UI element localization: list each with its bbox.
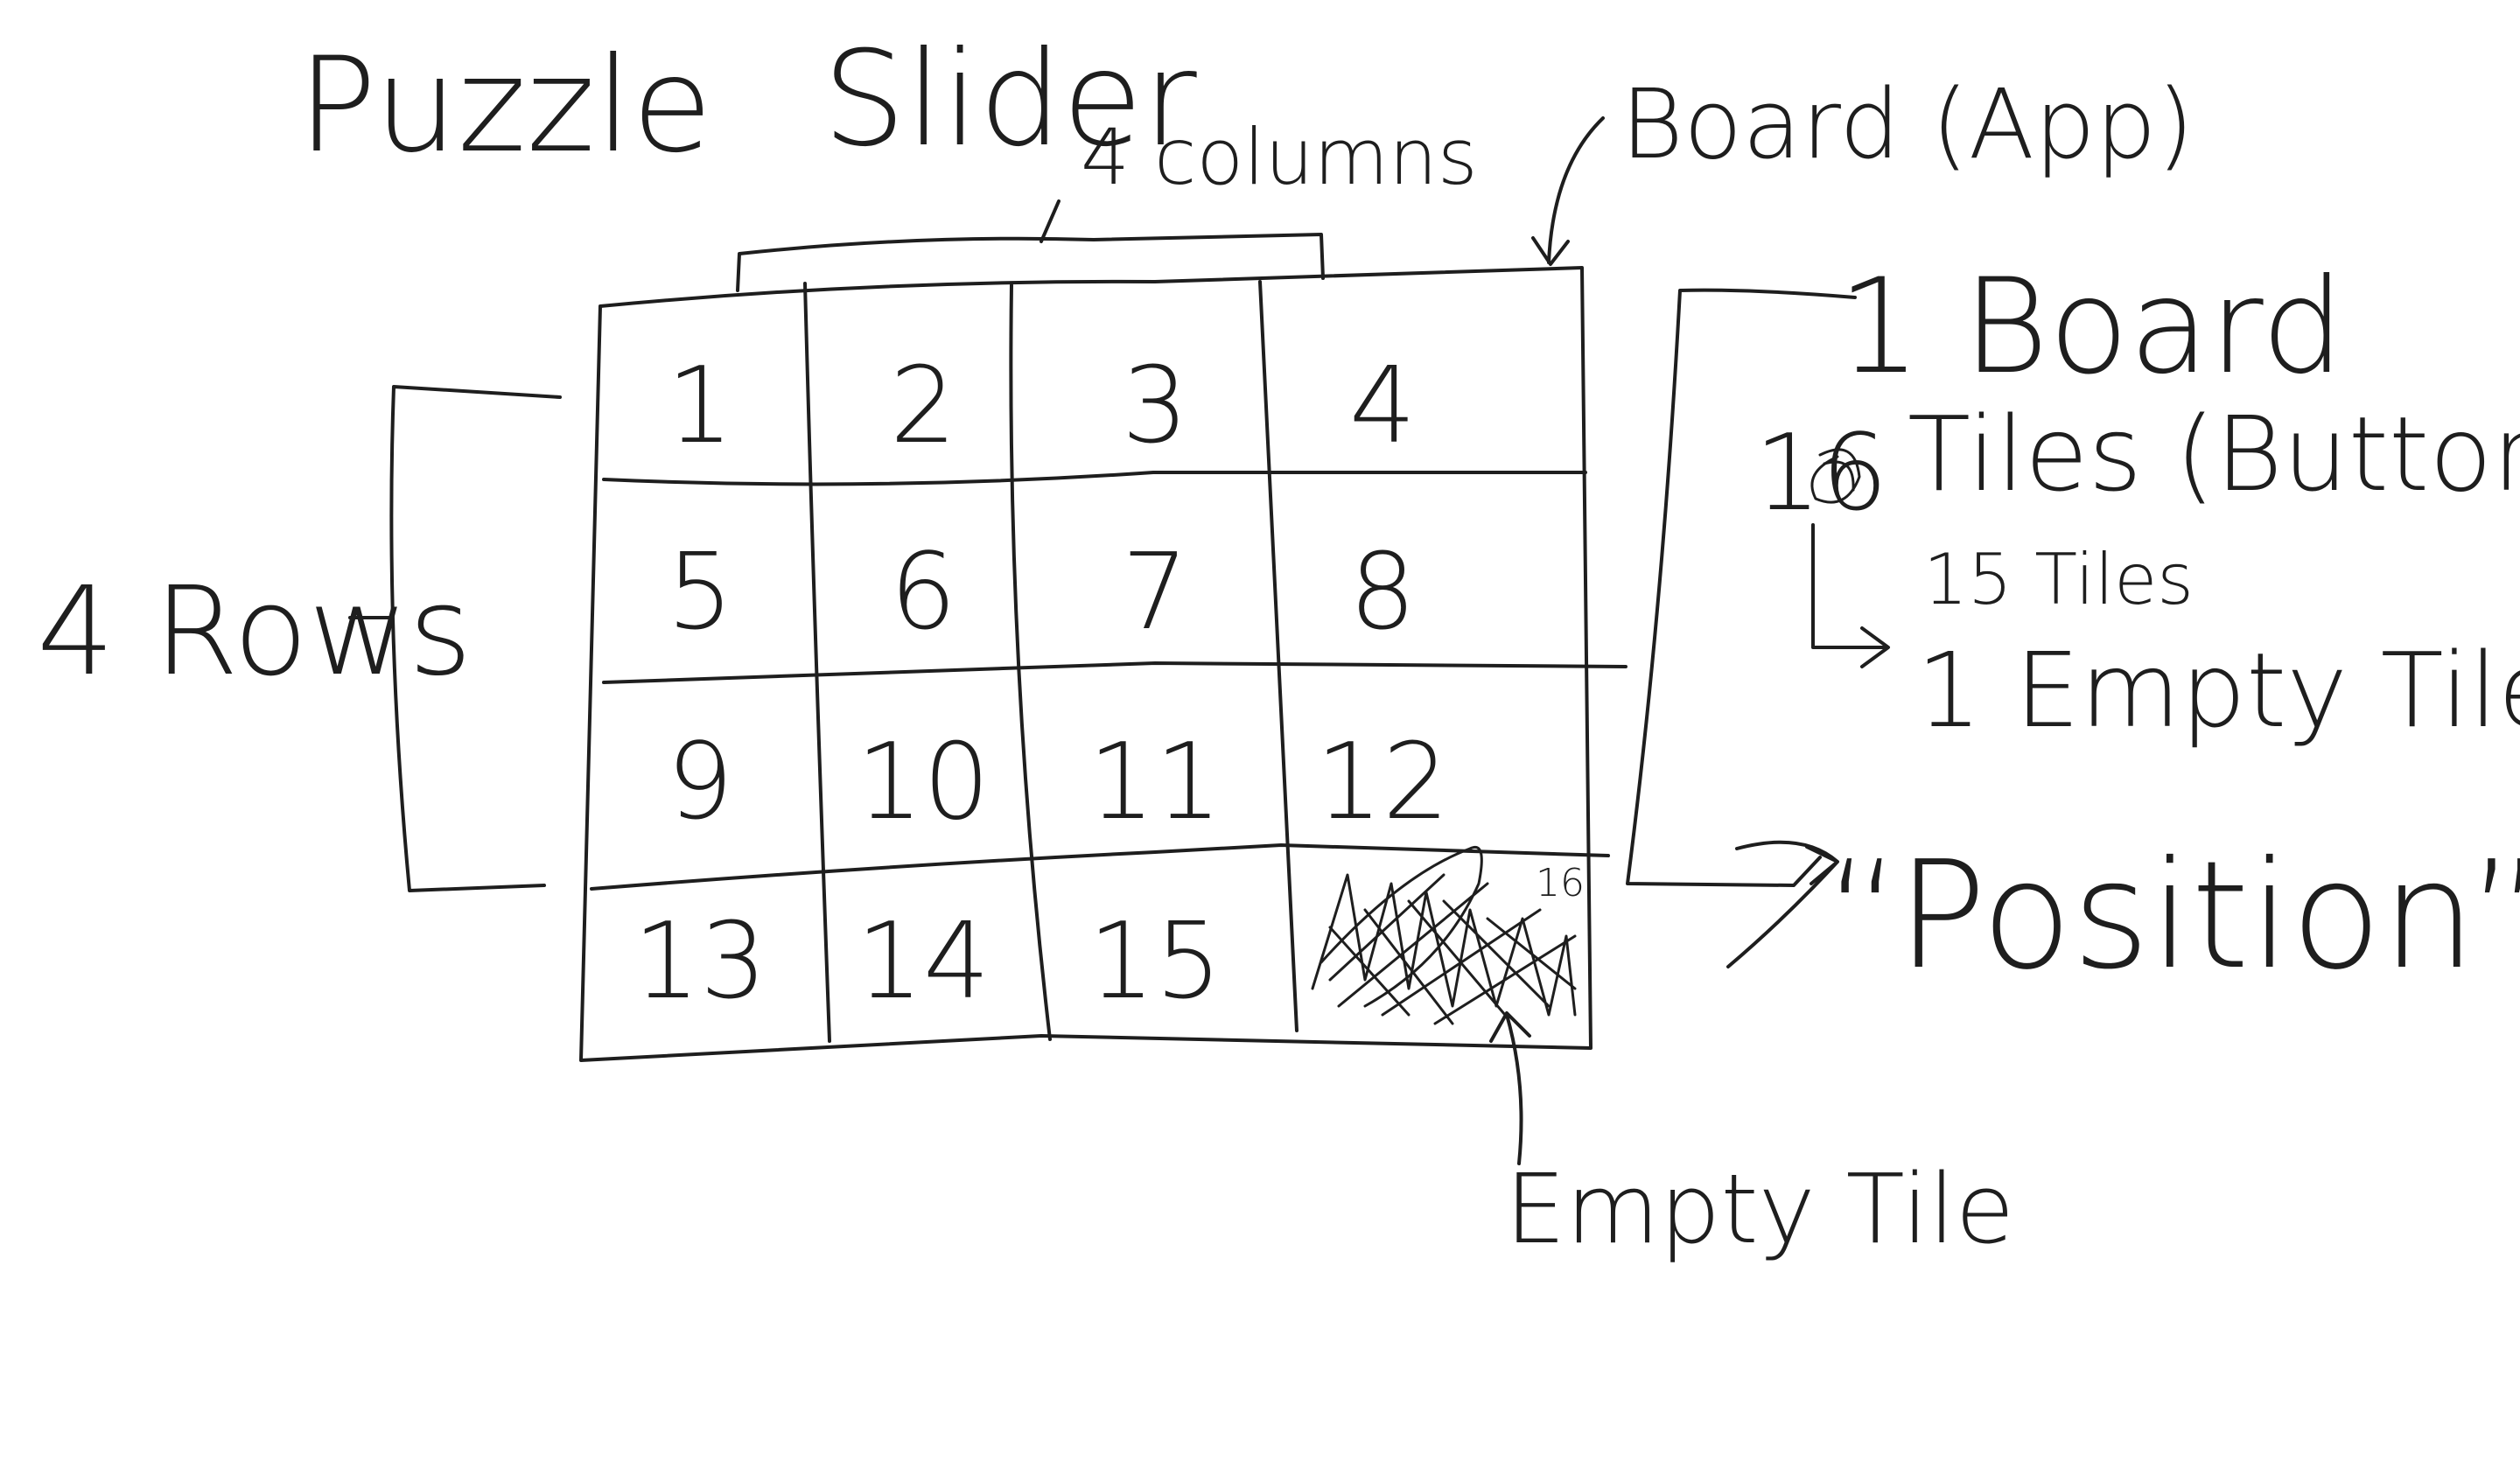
tile-number-4: 4 [1349, 346, 1416, 467]
grid-col-line-1 [803, 282, 831, 1043]
tile-number-2: 2 [890, 346, 956, 467]
board-count-label: 1 Board [1838, 251, 2344, 403]
grid-row-line-1 [602, 471, 1587, 486]
position-label: “Position” [1824, 829, 2520, 1003]
rows-annotation: 4 Rows [37, 561, 472, 703]
tile-number-8: 8 [1349, 532, 1416, 654]
board-app-arrow [1531, 116, 1605, 266]
position-arrow [1726, 840, 1839, 968]
empty-tile: 16 [1311, 845, 1585, 1025]
grid-row-line-3 [590, 843, 1610, 891]
tile-number-5: 5 [667, 532, 733, 654]
empty-tile-scribble [1311, 845, 1577, 1025]
tiles-button-label: Tiles (Button) [1908, 394, 2520, 514]
breakdown-bracket [1626, 288, 1857, 887]
rows-brace [348, 385, 562, 892]
grid-col-line-2 [1009, 283, 1052, 1041]
empty-tile-annotation: Empty Tile [1505, 1153, 2014, 1265]
tile-number-14: 14 [857, 901, 990, 1023]
columns-brace [736, 233, 1325, 292]
tile-number-11: 11 [1088, 722, 1222, 843]
tiles-count-scribble [1810, 448, 1861, 504]
empty-tile-number: 16 [1536, 861, 1585, 905]
tile-number-15: 15 [1088, 901, 1222, 1023]
title-word-slider: Slider [822, 24, 1197, 176]
tiles-count-number: 16 [1754, 413, 1888, 535]
tile-number-10: 10 [857, 722, 990, 843]
tile-number-6: 6 [890, 532, 956, 654]
grid-row-line-2 [602, 661, 1628, 684]
sub-branch-arrow [1811, 523, 1890, 668]
columns-pointer [1040, 199, 1060, 243]
tile-number-13: 13 [634, 901, 767, 1023]
title-word-puzzle: Puzzle [298, 30, 712, 182]
tile-number-1: 1 [667, 346, 733, 467]
tile-number-3: 3 [1122, 346, 1188, 467]
grid-col-line-3 [1258, 280, 1298, 1032]
tile-number-9: 9 [667, 722, 733, 843]
empty-tile-arrow [1489, 1011, 1531, 1165]
tile-number-7: 7 [1122, 532, 1188, 654]
columns-annotation: 4 columns [1081, 112, 1478, 202]
board-app-annotation: Board (App) [1620, 68, 2194, 180]
sub-empty-label: 1 Empty Tile [1916, 630, 2520, 751]
sub-tiles-label: 15 Tiles [1923, 539, 2194, 620]
board-outline [579, 266, 1592, 1062]
tile-number-12: 12 [1316, 722, 1450, 843]
